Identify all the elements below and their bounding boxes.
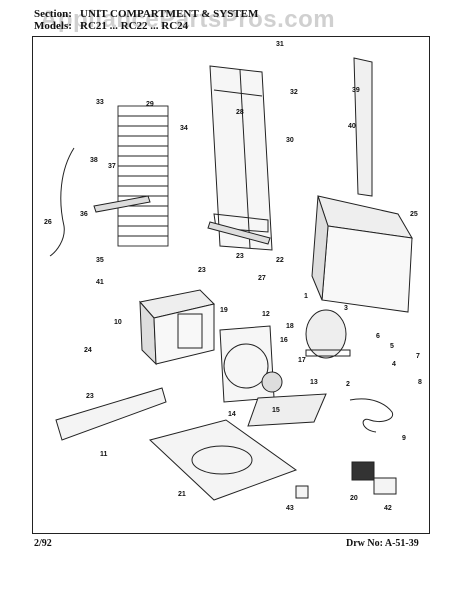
insulation-block-part — [311, 195, 413, 313]
callout-27: 26 — [44, 219, 52, 226]
callout-11: 11 — [100, 451, 108, 458]
callout-33: 32 — [290, 89, 298, 96]
callout-6: 6 — [376, 333, 380, 340]
drain-tube-part — [49, 147, 75, 257]
models-value: RC21 ... RC22 ... RC24 — [80, 20, 189, 32]
wire-harness-part — [349, 398, 394, 433]
footer-drawing-number: Drw No: A-51-39 — [346, 538, 419, 549]
drain-trough-part — [207, 221, 271, 245]
callout-29: 28 — [236, 109, 244, 116]
callout-39: 38 — [90, 157, 98, 164]
callout-25: 24 — [84, 347, 92, 354]
callout-13: 13 — [310, 379, 318, 386]
callout-21: 21 — [178, 491, 186, 498]
callout-18: 18 — [286, 323, 294, 330]
callout-36: 35 — [96, 257, 104, 264]
fan-shroud-part — [139, 289, 215, 366]
callout-labels: 31 32 28 30 39 40 33 29 34 38 37 36 26 3… — [44, 41, 422, 512]
callout-40: 39 — [352, 87, 360, 94]
callout-15: 15 — [272, 407, 280, 414]
watermark: AppliancePartsPros.com — [40, 6, 336, 33]
evaporator-cover-panel — [209, 65, 273, 251]
condenser-bracket-part — [93, 195, 151, 213]
relay-cover-part — [373, 477, 397, 495]
diagram-frame — [32, 36, 430, 534]
models-key: Models: — [34, 20, 72, 32]
callout-5: 5 — [390, 343, 394, 350]
section-key: Section: — [34, 8, 72, 20]
fan-motor-assembly — [219, 325, 327, 427]
callout-42: 41 — [96, 279, 104, 286]
callout-30: 29 — [146, 101, 154, 108]
condenser-coil-part — [117, 105, 169, 247]
callout-43: 42 — [384, 505, 392, 512]
callout-35: 34 — [180, 125, 188, 132]
callout-16: 16 — [280, 337, 288, 344]
callout-4: 4 — [392, 361, 396, 368]
drain-pan-part — [148, 419, 298, 501]
callout-20: 20 — [350, 495, 358, 502]
base-rail-part — [55, 387, 167, 441]
callout-19: 19 — [220, 307, 228, 314]
callout-38: 37 — [108, 163, 116, 170]
section-title: UNIT COMPARTMENT & SYSTEM — [80, 8, 259, 20]
diagram-header: Section: UNIT COMPARTMENT & SYSTEM Models… — [34, 8, 258, 32]
callout-2: 2 — [346, 381, 350, 388]
callout-44: 43 — [286, 505, 294, 512]
compressor-part — [305, 309, 351, 359]
callout-10: 10 — [114, 319, 122, 326]
long-bracket-part — [353, 57, 373, 197]
callout-28: 27 — [258, 275, 266, 282]
callout-23a: 23 — [198, 267, 206, 274]
callout-9: 9 — [402, 435, 406, 442]
callout-1: 1 — [304, 293, 308, 300]
callout-32: 31 — [276, 41, 284, 48]
callout-7: 7 — [416, 353, 420, 360]
callout-34: 33 — [96, 99, 104, 106]
callout-17: 17 — [298, 357, 306, 364]
callout-12: 12 — [262, 311, 270, 318]
callout-26: 25 — [410, 211, 418, 218]
callout-3: 3 — [344, 305, 348, 312]
callout-24: 23 — [236, 253, 244, 260]
callout-41: 40 — [348, 123, 356, 130]
footer-date: 2/92 — [34, 538, 52, 549]
callout-22: 22 — [276, 257, 284, 264]
clip-part — [295, 485, 309, 499]
callout-31: 30 — [286, 137, 294, 144]
callout-14: 14 — [228, 411, 236, 418]
callout-8: 8 — [418, 379, 422, 386]
callout-37: 36 — [80, 211, 88, 218]
relay-part — [351, 461, 375, 481]
callout-23b: 23 — [86, 393, 94, 400]
